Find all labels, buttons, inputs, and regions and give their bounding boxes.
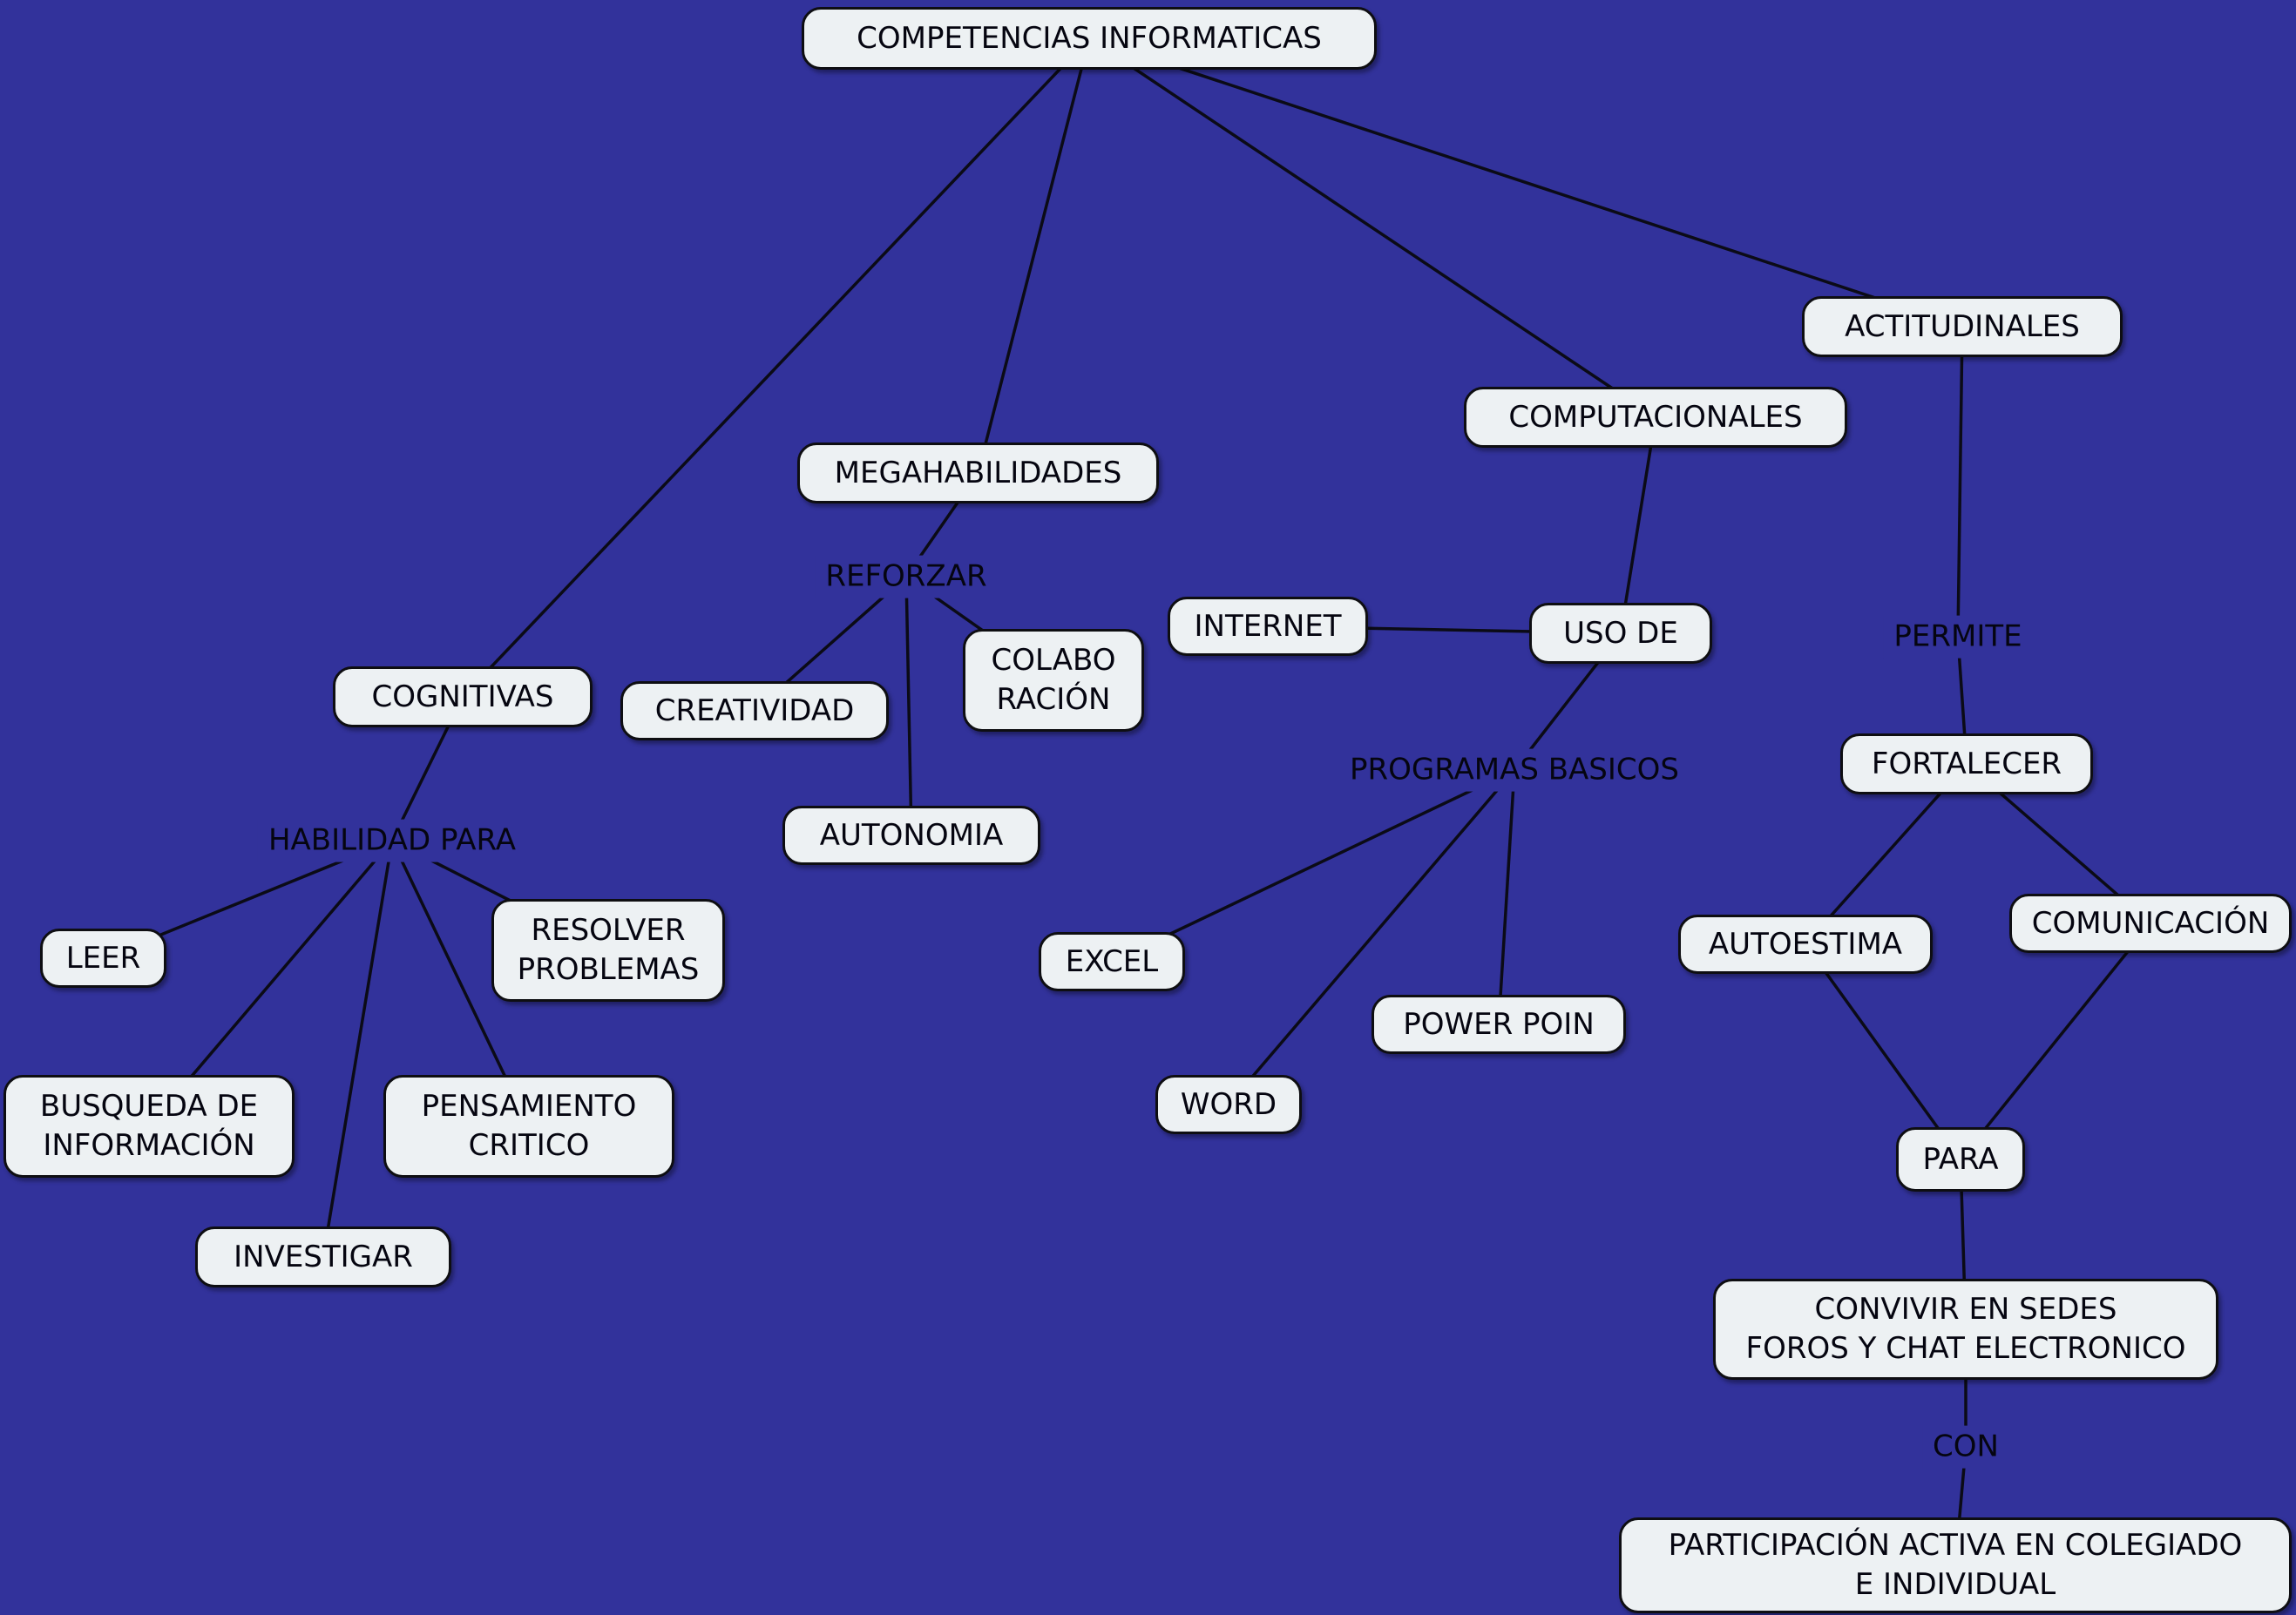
concept-node-autoestima[interactable]: AUTOESTIMA [1678, 915, 1933, 974]
concept-node-leer[interactable]: LEER [40, 929, 166, 988]
link-phrase-habilidad_para[interactable]: HABILIDAD PARA [257, 819, 527, 862]
concept-node-fortalecer[interactable]: FORTALECER [1840, 733, 2093, 794]
concept-node-megahabilidades[interactable]: MEGAHABILIDADES [797, 443, 1159, 503]
concept-node-cognitivas[interactable]: COGNITIVAS [333, 666, 593, 727]
connector-line-habilidad_para-investigar [322, 839, 394, 1259]
concept-node-colaboracion[interactable]: COLABO RACIÓN [963, 629, 1144, 732]
link-phrase-reforzar[interactable]: REFORZAR [815, 555, 998, 598]
connector-line-comunicacion-para [1959, 922, 2152, 1161]
connector-line-computacionales-uso_de [1619, 416, 1657, 635]
connector-line-autoestima-para [1804, 943, 1962, 1161]
concept-node-para[interactable]: PARA [1896, 1127, 2025, 1192]
concept-node-excel[interactable]: EXCEL [1039, 932, 1185, 991]
connector-line-reforzar-autonomia [904, 575, 913, 837]
connector-line-competencias-actitudinales [1087, 37, 1964, 328]
connector-line-programas_basicos-excel [1110, 768, 1516, 963]
connector-line-competencias-megahabilidades [976, 37, 1091, 475]
concept-node-competencias[interactable]: COMPETENCIAS INFORMATICAS [802, 7, 1377, 70]
concept-node-comunicacion[interactable]: COMUNICACIÓN [2009, 894, 2292, 953]
concept-node-busqueda[interactable]: BUSQUEDA DE INFORMACIÓN [3, 1075, 295, 1178]
concept-node-convivir[interactable]: CONVIVIR EN SEDES FOROS Y CHAT ELECTRONI… [1713, 1279, 2218, 1380]
concept-node-participacion[interactable]: PARTICIPACIÓN ACTIVA EN COLEGIADO E INDI… [1619, 1517, 2292, 1613]
concept-node-power_poin[interactable]: POWER POIN [1372, 995, 1626, 1054]
concept-node-word[interactable]: WORD [1155, 1075, 1302, 1134]
concept-node-autonomia[interactable]: AUTONOMIA [782, 806, 1040, 865]
concept-node-computacionales[interactable]: COMPUTACIONALES [1464, 387, 1847, 448]
concept-node-uso_de[interactable]: USO DE [1529, 603, 1712, 664]
concept-node-creatividad[interactable]: CREATIVIDAD [620, 681, 889, 740]
connector-line-competencias-cognitivas [461, 37, 1091, 699]
concept-node-pensamiento[interactable]: PENSAMIENTO CRITICO [383, 1075, 674, 1178]
concept-node-investigar[interactable]: INVESTIGAR [195, 1226, 451, 1287]
concept-node-resolver_problemas[interactable]: RESOLVER PROBLEMAS [491, 899, 725, 1002]
link-phrase-permite[interactable]: PERMITE [1883, 615, 2033, 659]
connector-line-programas_basicos-word [1227, 768, 1516, 1106]
link-phrase-programas_basicos[interactable]: PROGRAMAS BASICOS [1338, 748, 1690, 792]
concept-node-internet[interactable]: INTERNET [1168, 597, 1368, 656]
link-phrase-con[interactable]: CON [1922, 1425, 2009, 1469]
connector-line-actitudinales-permite [1956, 325, 1964, 639]
connector-line-programas_basicos-power_poin [1497, 768, 1516, 1026]
connector-line-competencias-computacionales [1087, 37, 1657, 419]
concept-node-actitudinales[interactable]: ACTITUDINALES [1802, 296, 2123, 357]
